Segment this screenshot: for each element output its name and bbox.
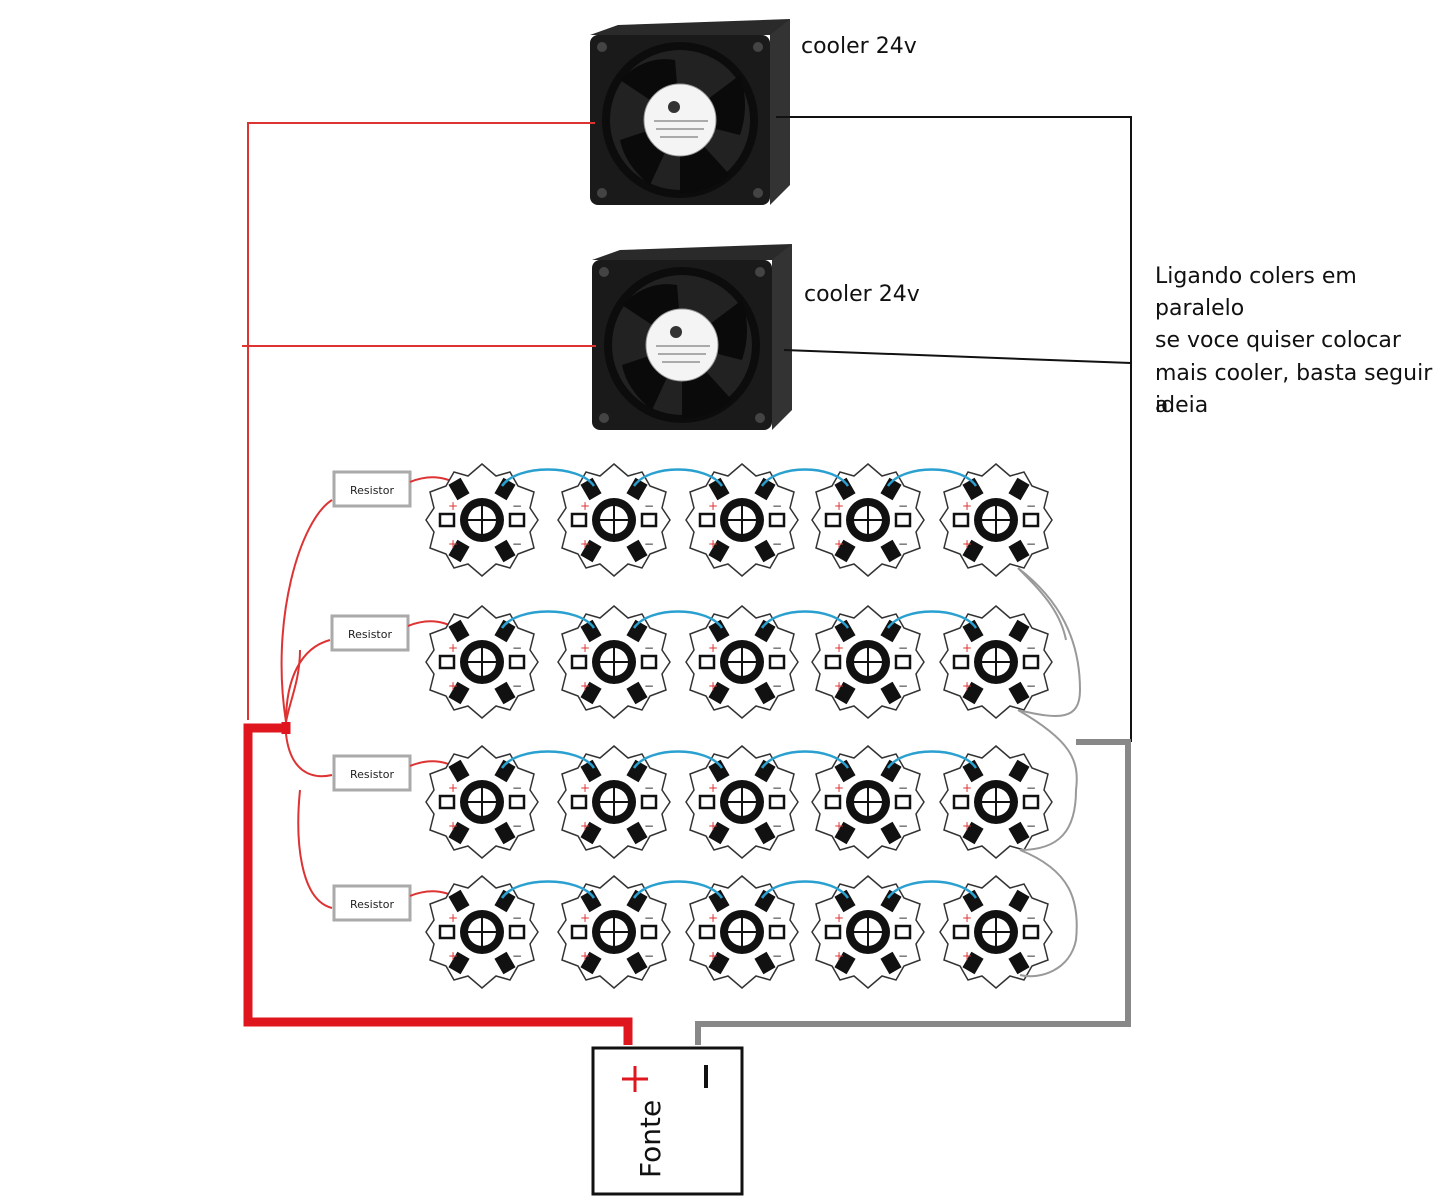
- led-r2-c5: [938, 604, 1054, 720]
- note-line-3: ideia: [1155, 393, 1209, 418]
- led-link-r4-2: [632, 880, 724, 899]
- led-r4-c4: [810, 874, 926, 990]
- power-supply-label: Fonte: [634, 1100, 667, 1178]
- led-link-r1-1: [500, 468, 596, 487]
- led-link-r3-3: [760, 750, 850, 769]
- led-link-r3-4: [886, 750, 978, 769]
- note-title: Ligando colers em paralelo: [1155, 264, 1357, 321]
- led-r3-c2: [556, 744, 672, 860]
- power-supply: Fonte: [591, 1046, 744, 1196]
- led-r4-c5: [938, 874, 1054, 990]
- led-link-r4-4: [886, 880, 978, 899]
- led-r1-c2: [556, 462, 672, 578]
- led-r1-c1: [424, 462, 540, 578]
- main-power-wiring: [243, 722, 1131, 1045]
- led-r2-c4: [810, 604, 926, 720]
- led-r2-c3: [684, 604, 800, 720]
- note-line-1: se voce quiser colocar: [1155, 328, 1401, 353]
- resistor-1: Resistor: [332, 470, 412, 508]
- return-wiring: [1017, 567, 1082, 978]
- led-link-r2-4: [886, 610, 978, 629]
- led-r3-c3: [684, 744, 800, 860]
- resistor-4-label: Resistor: [350, 898, 394, 911]
- led-link-r1-3: [760, 468, 850, 487]
- led-series-links: [500, 468, 978, 899]
- fan-2: [591, 243, 793, 431]
- resistor-2-label: Resistor: [348, 628, 392, 641]
- resistor-feed-wiring: [280, 499, 333, 909]
- resistor-3-label: Resistor: [350, 768, 394, 781]
- led-link-r3-2: [632, 750, 724, 769]
- note-line-2: mais cooler, basta seguir a: [1155, 361, 1433, 418]
- led-link-r3-1: [500, 750, 596, 769]
- led-link-r2-2: [632, 610, 724, 629]
- led-link-r1-4: [886, 468, 978, 487]
- fan-wiring: [242, 116, 1132, 742]
- fan-1: [589, 18, 791, 206]
- led-r1-c3: [684, 462, 800, 578]
- led-r4-c3: [684, 874, 800, 990]
- led-r3-c5: [938, 744, 1054, 860]
- fan-2-label: cooler 24v: [804, 282, 920, 307]
- led-link-r4-1: [500, 880, 596, 899]
- led-r4-c2: [556, 874, 672, 990]
- led-link-r2-1: [500, 610, 596, 629]
- resistor-4: Resistor: [332, 884, 412, 922]
- led-r2-c2: [556, 604, 672, 720]
- resistor-1-label: Resistor: [350, 484, 394, 497]
- led-link-r4-3: [760, 880, 850, 899]
- resistor-2: Resistor: [330, 614, 410, 652]
- led-r1-c4: [810, 462, 926, 578]
- led-link-r2-3: [760, 610, 850, 629]
- led-r1-c5: [938, 462, 1054, 578]
- led-link-r1-2: [632, 468, 724, 487]
- led-r3-c4: [810, 744, 926, 860]
- led-array: [424, 462, 1054, 990]
- fan-1-label: cooler 24v: [801, 34, 917, 59]
- resistor-3: Resistor: [332, 754, 412, 792]
